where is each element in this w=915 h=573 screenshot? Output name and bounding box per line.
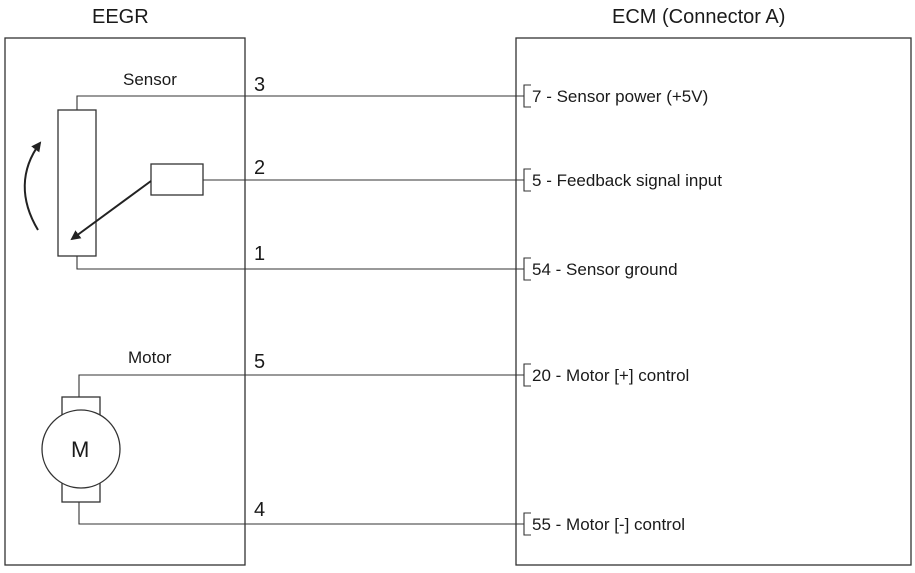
terminal-bracket-55: [523, 512, 531, 536]
terminal-bracket-5: [523, 168, 531, 192]
motor-symbol: M: [71, 437, 90, 462]
motor-top-lead: [78, 374, 524, 397]
sensor-top-lead: [76, 95, 524, 110]
terminal-label: 7 - Sensor power (+5V): [532, 88, 708, 105]
motor-icon: [41, 409, 121, 489]
terminal-description: - Feedback signal input: [541, 171, 722, 190]
terminal-label: 55 - Motor [-] control: [532, 516, 685, 533]
terminal-number: 54: [532, 260, 551, 279]
sensor-bottom-lead: [76, 256, 524, 270]
wiper-arrow: [70, 180, 152, 241]
terminal-bracket-20: [523, 363, 531, 387]
pin-number: 4: [254, 499, 266, 521]
terminal-description: - Sensor power (+5V): [541, 87, 709, 106]
terminal-label: 20 - Motor [+] control: [532, 367, 689, 384]
terminal-description: - Motor [-] control: [550, 515, 686, 534]
terminal-number: 5: [532, 171, 542, 190]
motor-label: Motor: [128, 348, 172, 367]
terminal-number: 55: [532, 515, 551, 534]
sensor-label: Sensor: [123, 70, 177, 89]
ecm-box: [515, 37, 912, 566]
terminal-bracket-7: [523, 84, 531, 108]
ecm-title: ECM (Connector A): [612, 6, 786, 28]
pin-number: 3: [254, 74, 266, 96]
wiper-block: [150, 163, 204, 196]
terminal-label: 54 - Sensor ground: [532, 261, 678, 278]
pin-number: 1: [254, 243, 266, 265]
motor-bottom-lead: [78, 502, 524, 525]
terminal-description: - Sensor ground: [550, 260, 678, 279]
terminal-description: - Motor [+] control: [550, 366, 690, 385]
terminal-number: 20: [532, 366, 551, 385]
eegr-box: [4, 37, 246, 566]
pin-number: 5: [254, 351, 266, 373]
terminal-label: 5 - Feedback signal input: [532, 172, 722, 189]
rotation-arrow-icon: [23, 141, 42, 231]
terminal-bracket-54: [523, 257, 531, 281]
terminal-number: 7: [532, 87, 542, 106]
pin-number: 2: [254, 157, 266, 179]
eegr-title: EEGR: [92, 6, 149, 28]
